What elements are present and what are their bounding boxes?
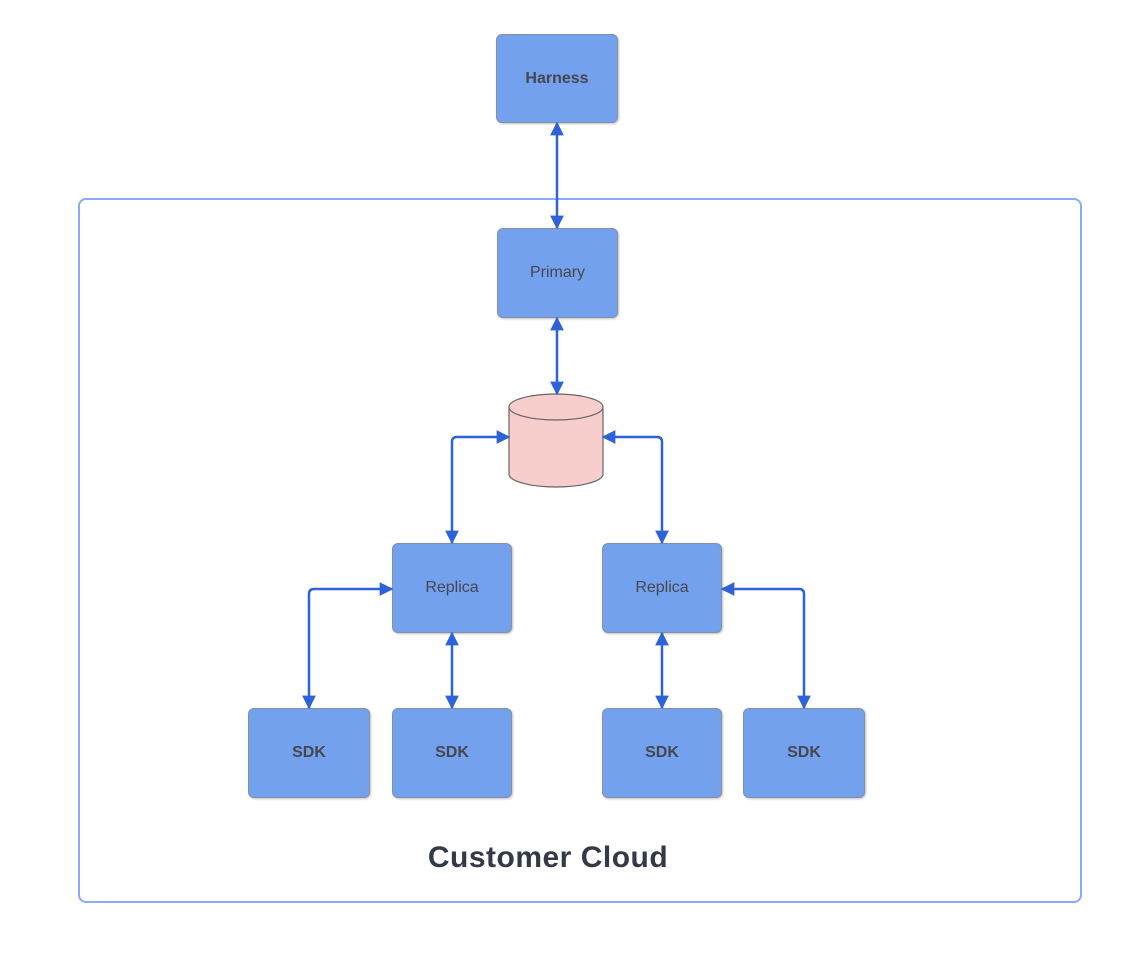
node-replica-left: Replica [392, 543, 512, 633]
customer-cloud-container [78, 198, 1082, 903]
node-harness: Harness [496, 34, 618, 123]
node-replica-left-label: Replica [425, 579, 479, 596]
node-primary: Primary [497, 228, 618, 318]
node-sdk-3-label: SDK [645, 744, 679, 761]
node-sdk-1-label: SDK [292, 744, 326, 761]
node-redis-label: Redis [535, 438, 577, 455]
node-sdk-2-label: SDK [435, 744, 469, 761]
node-primary-label: Primary [529, 264, 586, 281]
node-sdk-1: SDK [248, 708, 370, 798]
node-harness-label: Harness [525, 69, 589, 87]
node-sdk-3: SDK [602, 708, 722, 798]
node-sdk-2: SDK [392, 708, 512, 798]
node-replica-right-label: Replica [635, 579, 689, 596]
node-sdk-4: SDK [743, 708, 865, 798]
customer-cloud-label: Customer Cloud [427, 841, 669, 874]
node-replica-right: Replica [602, 543, 722, 633]
node-sdk-4-label: SDK [787, 744, 821, 761]
